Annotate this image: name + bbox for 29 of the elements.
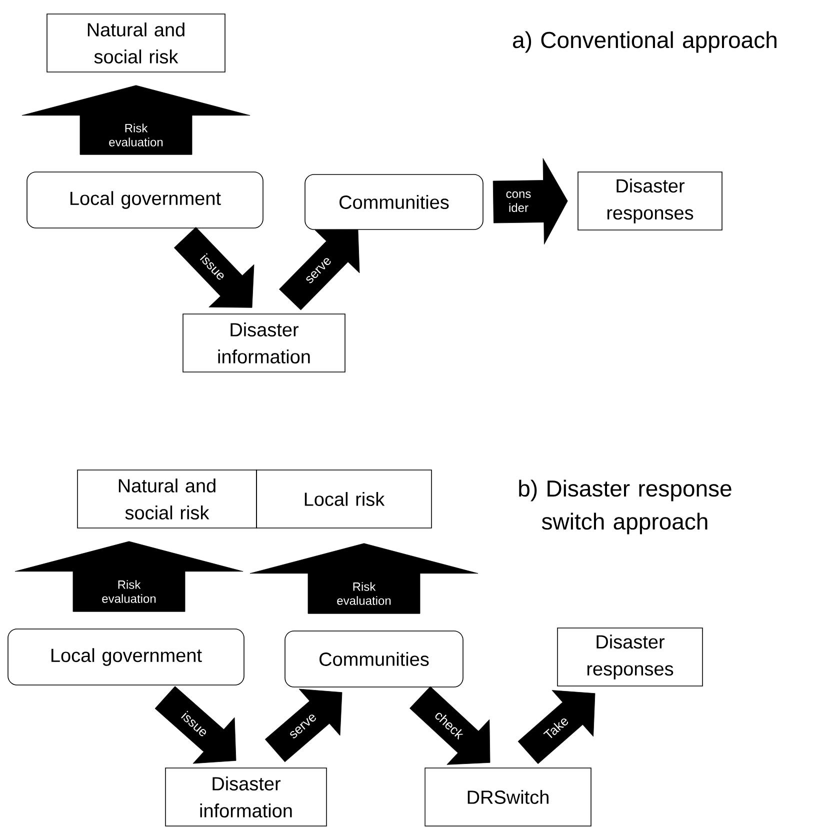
block-arrow [174,226,254,308]
block-arrow [14,541,244,612]
text-box: Natural and social risk [77,470,257,528]
text-box: Disaster information [165,768,327,826]
text-box: Disaster information [182,314,346,372]
edge-label: Take [543,718,568,738]
text-box: Local risk [256,470,432,528]
block-arrow [22,85,250,155]
block-arrow [410,686,490,765]
block-arrow [264,688,342,762]
edge-label: Risk evaluation [109,124,163,146]
edge-label: Risk evaluation [337,582,391,605]
rounded-box: Communities [284,630,464,688]
block-arrow [250,543,478,614]
edge-label: Risk evaluation [102,580,156,603]
edge-label: cons ider [506,191,531,212]
block-arrow [518,690,596,764]
text-box: Disaster responses [557,628,703,686]
rounded-box: Communities [304,174,484,230]
block-arrow [492,158,568,244]
text-box: DRSwitch [424,768,592,826]
panel-title: b) Disaster response switch approach [519,480,732,534]
block-arrow [279,230,360,310]
text-box: Natural and social risk [46,14,226,72]
rounded-box: Local government [26,172,264,228]
panel-title: a) Conventional approach [513,31,776,53]
rounded-box: Local government [8,628,244,686]
text-box: Disaster responses [578,172,722,230]
block-arrow [154,686,236,764]
